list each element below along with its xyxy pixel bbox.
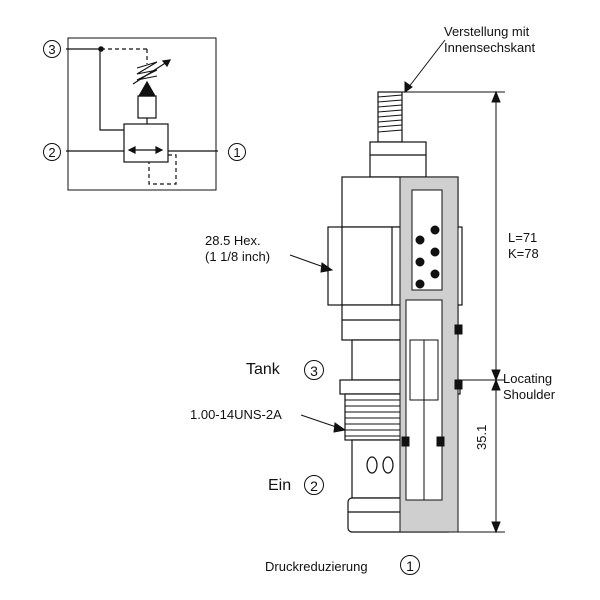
ein-label: Ein — [268, 477, 292, 494]
hex-label-2: (1 1/8 inch) — [205, 249, 271, 264]
adjustment-label-1: Verstellung mit — [444, 24, 530, 39]
pressure-reducing-label: Druckreduzierung — [265, 559, 368, 574]
locating-label-2: Shoulder — [503, 387, 556, 402]
pressure-port-badge: 1 — [400, 555, 420, 575]
hydraulic-schematic — [66, 37, 218, 191]
tank-port-badge: 3 — [304, 360, 324, 380]
dimension-35-label: 35.1 — [474, 424, 489, 450]
tank-label: Tank — [246, 361, 280, 378]
thread-label: 1.00-14UNS-2A — [190, 407, 282, 422]
dimension-lines — [289, 39, 505, 534]
locating-label-1: Locating — [503, 371, 553, 386]
port-1-badge: 1 — [228, 143, 246, 161]
ein-port-badge: 2 — [304, 475, 324, 495]
cross-section — [399, 176, 463, 533]
adjustment-label-2: Innensechskant — [444, 40, 536, 55]
length-K-label: K=78 — [508, 246, 539, 261]
length-L-label: L=71 — [508, 230, 538, 245]
port-2-badge: 2 — [43, 143, 61, 161]
hex-label-1: 28.5 Hex. — [205, 233, 261, 248]
port-3-badge: 3 — [43, 40, 61, 58]
